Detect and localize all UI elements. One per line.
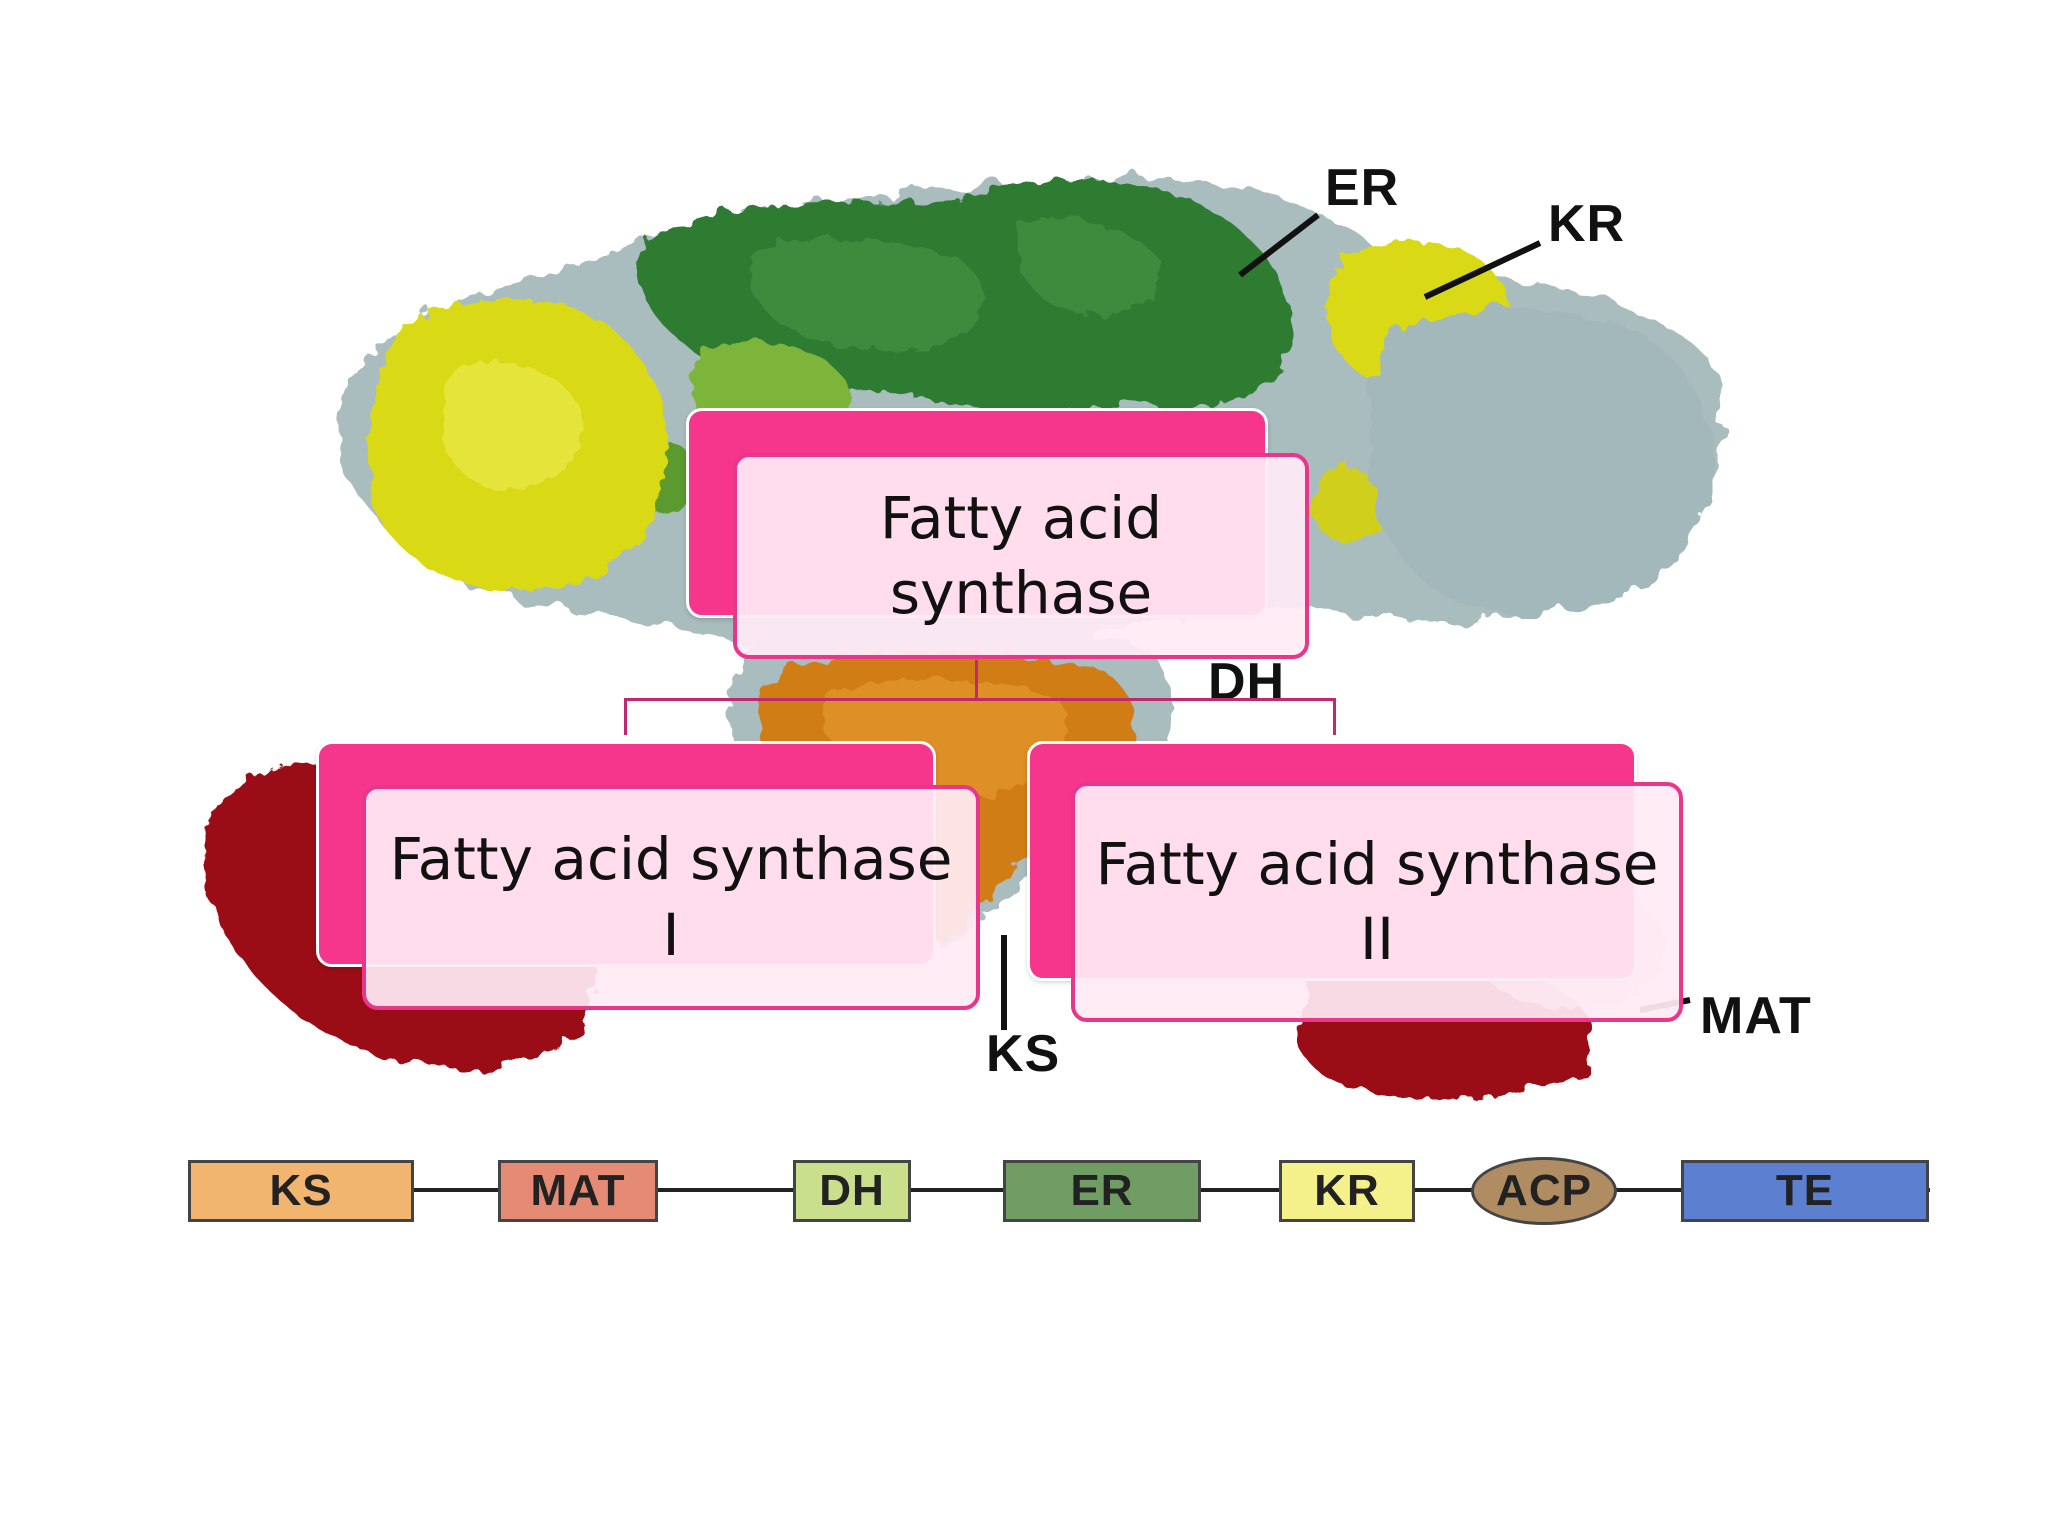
er-leader-line: [1238, 212, 1320, 278]
domain-te: TE: [1681, 1160, 1929, 1222]
child-card-2-label: Fatty acid synthase II: [1095, 829, 1659, 973]
kr-domain-surface-left: [369, 298, 668, 591]
domain-kr: KR: [1279, 1160, 1415, 1222]
er-label: ER: [1325, 159, 1400, 217]
root-card[interactable]: Fatty acid synthase: [733, 453, 1309, 659]
root-card-label: Fatty acid synthase: [879, 483, 1163, 627]
child-card-1[interactable]: Fatty acid synthase I: [362, 785, 980, 1010]
hierarchy-root-stem: [975, 660, 978, 698]
domain-er: ER: [1003, 1160, 1201, 1222]
domain-mat: MAT: [498, 1160, 658, 1222]
domain-ks: KS: [188, 1160, 414, 1222]
kr-label: KR: [1548, 195, 1626, 253]
kr-leader-line: [1423, 240, 1542, 300]
upper-right-gray-lobe: [1370, 308, 1714, 617]
ks-label: KS: [986, 1025, 1061, 1083]
er-domain-surface: [640, 179, 1292, 411]
domain-dh: DH: [793, 1160, 911, 1222]
domain-acp: ACP: [1471, 1157, 1617, 1225]
child-card-2[interactable]: Fatty acid synthase II: [1071, 782, 1683, 1022]
mat-label: MAT: [1700, 987, 1812, 1045]
child-card-1-label: Fatty acid synthase I: [389, 825, 953, 969]
hierarchy-connector: [624, 698, 1336, 735]
